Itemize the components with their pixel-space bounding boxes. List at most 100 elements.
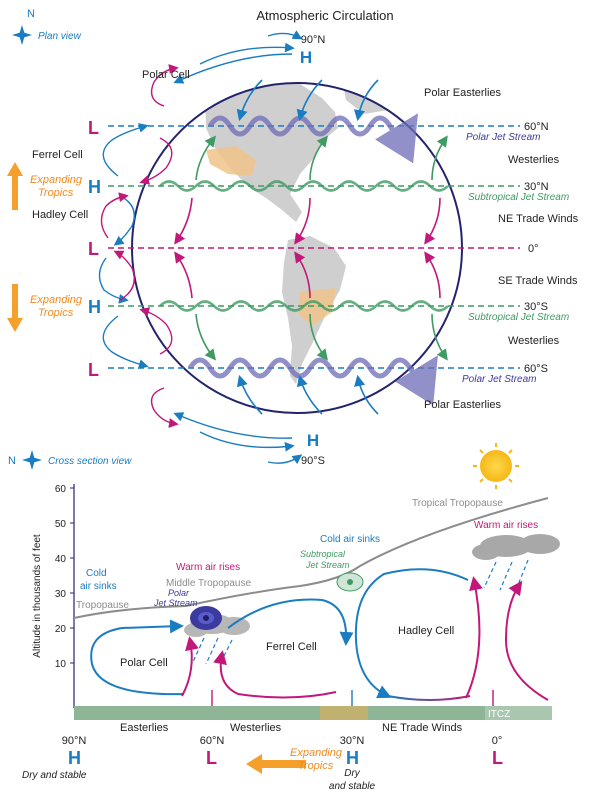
subtropical-jet-north — [159, 180, 449, 192]
lat-60n-label: 60°N — [524, 121, 549, 133]
plan-polar-cell-label: Polar Cell — [142, 69, 190, 81]
y-tick-40: 40 — [55, 554, 67, 565]
y-tick-30: 30 — [55, 589, 67, 600]
wind-arrow — [174, 197, 193, 245]
plan-view-label: Plan view — [38, 31, 82, 42]
section-view-label: Cross section view — [48, 456, 132, 467]
section-lat-60n: 60°N — [200, 735, 225, 747]
section-low-60n: L — [206, 748, 217, 768]
plan-pressure-markers: L H L H L — [88, 118, 101, 380]
section-compass-north-label: N — [8, 455, 16, 467]
desert-sa — [298, 288, 336, 326]
expanding-tropics-north: Expanding Tropics — [7, 162, 83, 210]
plan-right-labels: Polar Easterlies 60°N Polar Jet Stream W… — [424, 87, 579, 411]
desert-na — [206, 146, 256, 176]
polar-cell-loop-s — [150, 387, 179, 428]
surface-itcz: ITCZ — [488, 709, 510, 720]
polar-cell-loop — [90, 619, 185, 696]
section-hadley-cell-label: Hadley Cell — [398, 625, 454, 637]
plan-outer-arcs — [98, 30, 303, 465]
ferrel-cell-loop — [102, 123, 149, 177]
wind-arrow — [431, 313, 448, 361]
se-trade-winds: SE Trade Winds — [498, 275, 578, 287]
tropical-tropopause-label: Tropical Tropopause — [412, 498, 503, 509]
section-high-90n: H — [68, 748, 81, 768]
plan-low-60n: L — [88, 118, 99, 138]
wind-arrow — [309, 135, 328, 181]
lat-30n-label: 30°N — [524, 181, 549, 193]
compass-icon — [22, 450, 42, 470]
outer-arc — [267, 454, 303, 465]
ferrel-cell-loop-s — [102, 315, 149, 369]
wind-arrow — [294, 197, 311, 245]
globe — [131, 82, 463, 414]
section-cells — [90, 568, 549, 701]
polar-tropopause — [73, 605, 187, 619]
up-arrow-icon — [7, 162, 23, 210]
cloud-icon — [472, 534, 560, 560]
surface-bar: Easterlies Westerlies NE Trade Winds ITC… — [74, 706, 552, 734]
dry-and-stable-2a: Dry — [344, 768, 361, 779]
tropical-tropopause — [359, 497, 549, 567]
wind-arrow — [195, 313, 216, 361]
ferrel-cell-bottom — [213, 650, 337, 699]
hadley-cell-bottom — [387, 695, 471, 701]
westerlies-north: Westerlies — [508, 154, 560, 166]
section-expanding-1: Expanding — [290, 747, 343, 759]
subtropical-jet-south — [159, 300, 449, 312]
plan-high-30s: H — [88, 297, 101, 317]
north-pole-high: H — [300, 48, 312, 67]
south-pole-high: H — [307, 431, 319, 450]
wind-arrow — [294, 251, 311, 299]
polar-easterlies-north: Polar Easterlies — [424, 87, 502, 99]
polar-jet-label-1: Polar — [168, 588, 190, 598]
rain-lines — [191, 559, 529, 665]
plan-high-30n: H — [88, 177, 101, 197]
wind-arrow — [195, 135, 216, 181]
down-arrow-icon — [7, 284, 23, 332]
wind-arrow — [296, 374, 323, 415]
polar-jet-south — [187, 355, 438, 406]
south-pole-label: 90°S — [301, 455, 325, 467]
expanding-tropics-north-1: Expanding — [30, 174, 83, 186]
warm-air-rises-mid: Warm air rises — [176, 562, 240, 573]
outer-arc — [199, 431, 295, 452]
expanding-tropics-south: Expanding Tropics — [7, 284, 83, 332]
wind-arrow — [236, 374, 263, 415]
section-expanding-2: Tropics — [298, 760, 334, 772]
left-arrow-icon — [246, 754, 306, 774]
compass-icon — [12, 25, 32, 45]
plan-low-0: L — [88, 239, 99, 259]
outer-arc — [199, 42, 295, 65]
plan-ferrel-cell-label: Ferrel Cell — [32, 149, 83, 161]
wind-arrow — [424, 251, 441, 299]
sun-icon — [473, 443, 519, 489]
cold-air-sinks-left-2: air sinks — [80, 581, 117, 592]
section-latitude-markers: 90°N 60°N 30°N 0° H L H L Dry and stable… — [22, 690, 503, 792]
polar-jet-label-2: Jet Stream — [153, 598, 198, 608]
plan-hadley-cell-label: Hadley Cell — [32, 209, 88, 221]
section-low-0: L — [492, 748, 503, 768]
plan-jet-streams — [159, 113, 449, 406]
subtropical-jet-south-label: Subtropical Jet Stream — [468, 312, 569, 323]
outer-arc — [173, 412, 293, 439]
surface-easterlies: Easterlies — [120, 722, 169, 734]
latitude-lines — [108, 125, 520, 369]
ferrel-cell-loop-s2 — [139, 307, 173, 355]
hadley-cell-loop-s2 — [113, 250, 135, 301]
hadley-cell-loop — [354, 568, 469, 699]
lat-60s-label: 60°S — [524, 363, 548, 375]
itcz-rise-right — [504, 580, 549, 701]
y-tick-50: 50 — [55, 519, 67, 530]
compass-north-label: N — [27, 8, 35, 20]
expanding-tropics-section: Expanding Tropics — [246, 747, 343, 774]
section-ferrel-cell-label: Ferrel Cell — [266, 641, 317, 653]
surface-westerlies: Westerlies — [230, 722, 282, 734]
itcz-rise-left — [465, 576, 483, 699]
y-tick-20: 20 — [55, 624, 67, 635]
subtropical-jet-eye — [336, 572, 364, 592]
lat-0-label: 0° — [528, 243, 539, 255]
wind-arrow — [424, 197, 441, 245]
subtropical-jet-north-label: Subtropical Jet Stream — [468, 192, 569, 203]
